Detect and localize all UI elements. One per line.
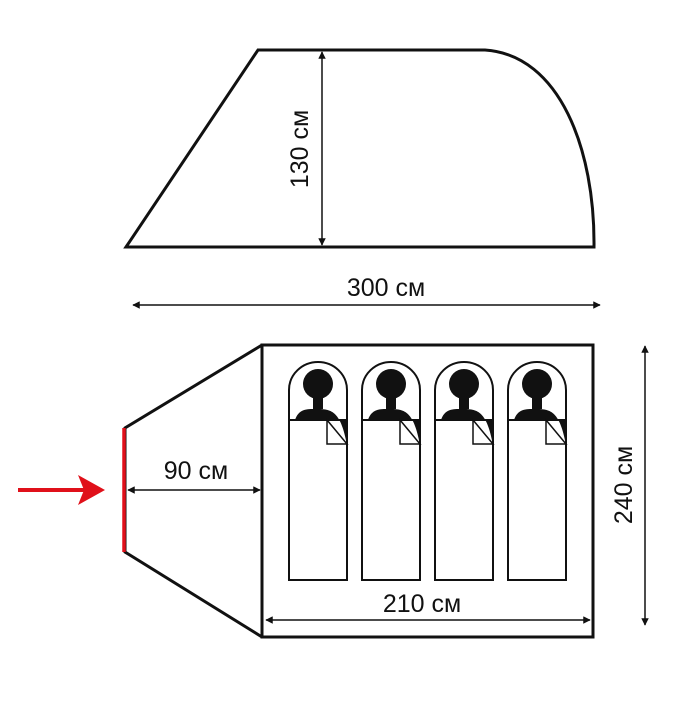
folded-corner [326,417,349,445]
folded-corner [545,417,568,445]
vestibule-label: 90 см [164,457,228,485]
folded-corner [472,417,495,445]
entrance-arrow-icon [18,475,105,505]
sleeping-bag [507,361,568,581]
sleeping-bag [288,361,349,581]
width-label: 240 см [610,446,638,524]
height-label: 130 см [286,110,314,188]
person-icon [295,369,347,445]
tent-side-profile [123,48,596,249]
inner-tent-outline [260,343,595,639]
folded-corner [399,417,422,445]
sleeping-bag [361,361,422,581]
sleeping-places [288,361,568,581]
person-icon [514,369,566,445]
person-icon [368,369,420,445]
sleeping-bag [434,361,495,581]
person-icon [441,369,493,445]
vestibule-outline [123,343,263,639]
length-label: 300 см [347,274,425,302]
inner-length-label: 210 см [383,590,461,618]
